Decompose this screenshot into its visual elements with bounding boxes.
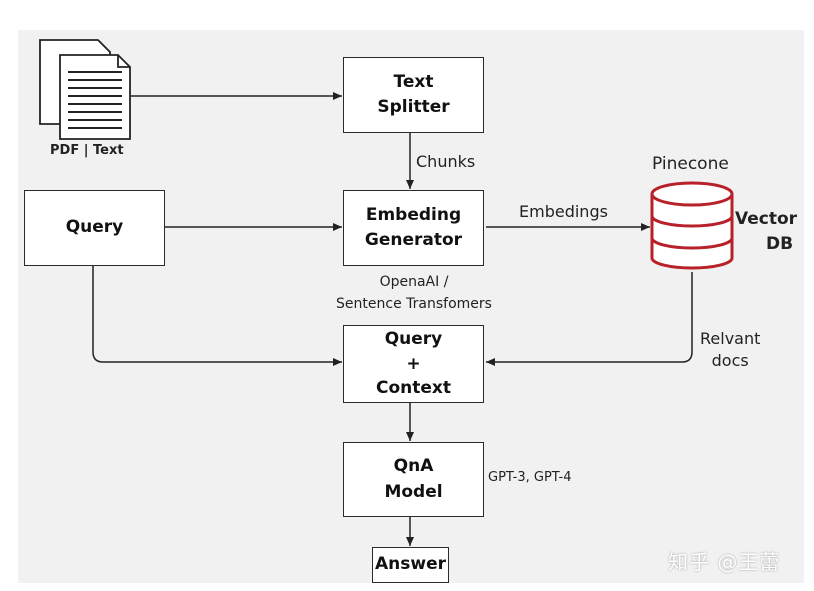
text-splitter-node: Text Splitter (343, 57, 484, 133)
node-line: Answer (375, 554, 446, 575)
vector-db-label: Vector DB (735, 207, 797, 256)
node-line: Query (65, 217, 124, 238)
embed-provider-line: Sentence Transfomers (336, 295, 492, 312)
cylinder-database-icon (650, 181, 734, 270)
embed-provider-line: OpenaAI / (379, 274, 449, 290)
pinecone-label: Pinecone (652, 154, 729, 174)
node-line: Query (384, 329, 443, 350)
models-label: GPT-3, GPT-4 (488, 470, 572, 485)
relevant-docs-label: Relvant docs (700, 328, 760, 371)
node-line: Generator (364, 230, 463, 250)
arrow-query-to-context (92, 266, 342, 366)
arrow-db-to-context (486, 272, 693, 366)
pdf-text-label: PDF | Text (50, 143, 124, 158)
document-stack-icon (39, 39, 131, 140)
chunks-label: Chunks (416, 152, 476, 171)
node-line: + (406, 353, 421, 374)
query-node: Query (24, 190, 165, 266)
node-line: Embeding (365, 204, 462, 225)
relevant-docs-line: Relvant (700, 329, 761, 348)
node-line: Text (393, 71, 434, 92)
embedding-generator-node: Embeding Generator (343, 190, 484, 266)
watermark: 知乎 @王蕾 (668, 550, 781, 574)
embed-provider-label: OpenaAI / Sentence Transfomers (326, 272, 502, 315)
query-context-node: Query + Context (343, 325, 484, 403)
answer-node: Answer (372, 547, 449, 583)
node-line: QnA (393, 456, 434, 476)
node-line: Splitter (377, 97, 450, 117)
relevant-docs-line: docs (711, 350, 749, 370)
qna-model-node: QnA Model (343, 442, 484, 517)
vector-db-line: DB (765, 233, 794, 254)
node-line: Model (384, 481, 443, 502)
node-line: Context (375, 378, 451, 399)
embeddings-label: Embedings (519, 202, 608, 221)
vector-db-line: Vector (735, 209, 798, 229)
